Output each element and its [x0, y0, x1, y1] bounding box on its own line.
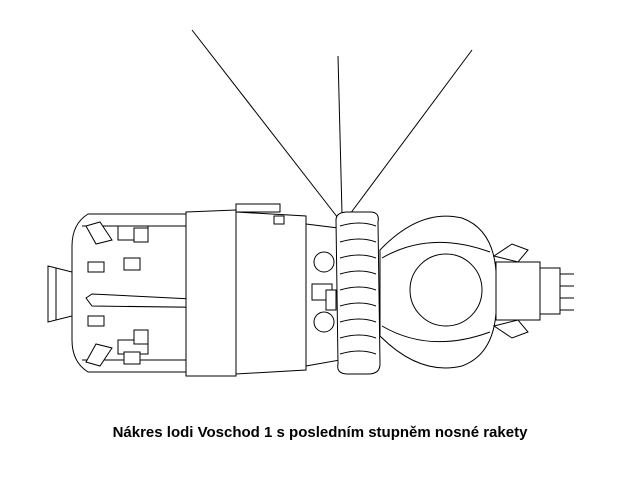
descent-capsule — [379, 215, 497, 369]
interstage — [185, 203, 307, 377]
toroidal-tank — [335, 211, 381, 375]
antennas — [191, 29, 473, 219]
backup-retro-rocket — [492, 243, 574, 339]
diagram-caption: Nákres lodi Voschod 1 s posledním stupně… — [112, 424, 528, 441]
instrument-module — [305, 223, 341, 367]
rocket-upper-stage — [47, 213, 253, 373]
